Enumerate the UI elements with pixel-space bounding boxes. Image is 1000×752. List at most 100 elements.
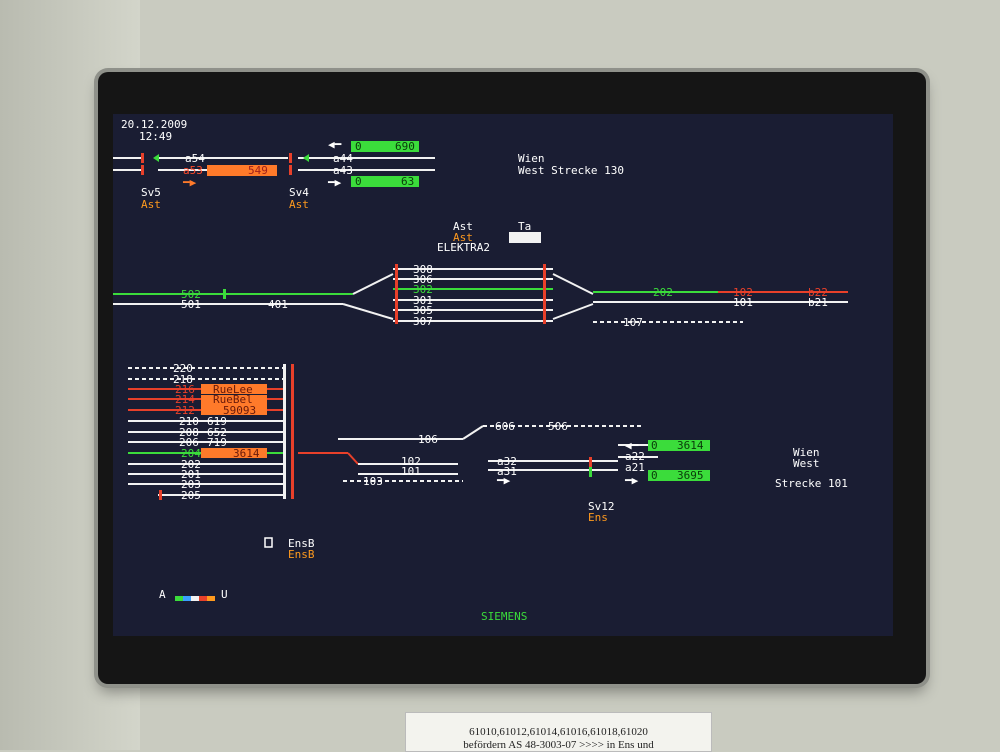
track-107: 107 [623, 316, 643, 329]
label-rueless: RueLee [213, 383, 253, 396]
label-719: 719 [207, 436, 227, 449]
sv12-sub: Ens [588, 511, 608, 524]
legend-a: A [159, 588, 166, 601]
ast-label: Ast [453, 220, 473, 233]
sv5-sub: Ast [141, 198, 161, 211]
counter-lower [351, 176, 419, 187]
sv4-sub: Ast [289, 198, 309, 211]
label-652: 652 [207, 426, 227, 439]
track-302: 302 [413, 283, 433, 296]
time-text: 12:49 [139, 130, 172, 143]
track-301: 301 [413, 294, 433, 307]
track-501: 501 [181, 298, 201, 311]
track-103: 103 [363, 475, 383, 488]
counter-lower-right: 63 [401, 175, 414, 188]
siemens-brand: SIEMENS [481, 610, 527, 623]
signal-a53: a53 [183, 164, 203, 177]
track-206: 206 [179, 436, 199, 449]
signal-a22: a22 [625, 450, 645, 463]
track-204: 204 [181, 447, 201, 460]
lower-label-boxes [201, 384, 267, 458]
track-218: 218 [173, 373, 193, 386]
counter-lr-lower-right: 3695 [677, 469, 704, 482]
track-208: 208 [179, 426, 199, 439]
sticker-line2: befördern AS 48-3003-07 >>>> in Ens und [463, 739, 654, 751]
counter-lr-upper-right: 3614 [677, 439, 704, 452]
track-b22: b22 [808, 286, 828, 299]
signal-a31: a31 [497, 465, 517, 478]
label-3614: 3614 [233, 447, 260, 460]
station-line-top: West Strecke 130 [518, 164, 624, 177]
signal-a54: a54 [185, 152, 205, 165]
top-tracks [113, 157, 435, 171]
arrow-right-icon: ━▶ [327, 176, 342, 189]
ta-label: Ta [518, 220, 531, 233]
label-ruebel: RueBel [213, 393, 253, 406]
counter-lower-left: 0 [355, 175, 362, 188]
block-a53 [207, 165, 277, 176]
station-name-top: Wien [518, 152, 545, 165]
track-306: 306 [413, 273, 433, 286]
signal-marks-top [141, 153, 309, 175]
track-307: 307 [413, 315, 433, 328]
track-b21: b21 [808, 296, 828, 309]
signal-a43: a43 [333, 164, 353, 177]
signal-display: 20.12.2009 12:49 a54 a53 549 a44 a43 ◀━ … [113, 114, 893, 636]
station-name-right: Wien [793, 446, 820, 459]
station-line-right: Strecke 101 [775, 477, 848, 490]
ensb-sub: EnsB [288, 548, 315, 561]
middle-signal-marks [223, 264, 546, 324]
lower-signal-marks [159, 364, 592, 500]
signal-a32: a32 [497, 455, 517, 468]
station-sub-right: West [793, 457, 820, 470]
counter-upper-left: 0 [355, 140, 362, 153]
date-text: 20.12.2009 [121, 118, 187, 131]
track-101-lower: 101 [401, 465, 421, 478]
sticker-line1: 61010,61012,61014,61016,61018,61020 [469, 726, 648, 738]
track-606: 606 [495, 420, 515, 433]
label-59093: 59093 [223, 404, 256, 417]
track-101: 101 [733, 296, 753, 309]
track-102: 102 [733, 286, 753, 299]
counter-lr-upper-left: 0 [651, 439, 658, 452]
track-214: 214 [175, 393, 195, 406]
track-308: 308 [413, 263, 433, 276]
counter-upper [351, 141, 419, 152]
sv5-label: Sv5 [141, 186, 161, 199]
arrow-right-orange-icon: ━▶ [182, 176, 197, 189]
middle-tracks [113, 268, 848, 323]
signal-a44: a44 [333, 152, 353, 165]
track-202-lower: 202 [181, 458, 201, 471]
arrow-right-lower-icon: ━▶ [624, 474, 639, 487]
sticker-note: 61010,61012,61014,61016,61018,61020 befö… [405, 712, 712, 752]
track-diagram: 20.12.2009 12:49 a54 a53 549 a44 a43 ◀━ … [113, 118, 848, 623]
ensb-label: EnsB [288, 537, 315, 550]
track-205: 205 [181, 489, 201, 502]
ast-orange-label: Ast [453, 231, 473, 244]
block-a53-value: 549 [248, 164, 268, 177]
track-202: 202 [653, 286, 673, 299]
track-216: 216 [175, 383, 195, 396]
counter-lower-upper [648, 440, 710, 451]
track-201: 201 [181, 468, 201, 481]
track-506: 506 [548, 420, 568, 433]
legend-u: U [221, 588, 228, 601]
track-220: 220 [173, 362, 193, 375]
track-212: 212 [175, 404, 195, 417]
track-305: 305 [413, 304, 433, 317]
track-203: 203 [181, 478, 201, 491]
arrow-left-lower-icon: ◀━ [625, 439, 639, 452]
sv4-label: Sv4 [289, 186, 309, 199]
track-401: 401 [268, 298, 288, 311]
elektra-label: ELEKTRA2 [437, 241, 490, 254]
track-102-lower: 102 [401, 455, 421, 468]
ta-box [509, 232, 541, 243]
ensb-box [264, 537, 273, 548]
track-106: 106 [418, 433, 438, 446]
counter-lr-lower-left: 0 [651, 469, 658, 482]
counter-upper-right: 690 [395, 140, 415, 153]
arrow-right-a31-icon: ━▶ [496, 474, 511, 487]
track-210: 210 [179, 415, 199, 428]
label-619: 619 [207, 415, 227, 428]
sv12-label: Sv12 [588, 500, 615, 513]
